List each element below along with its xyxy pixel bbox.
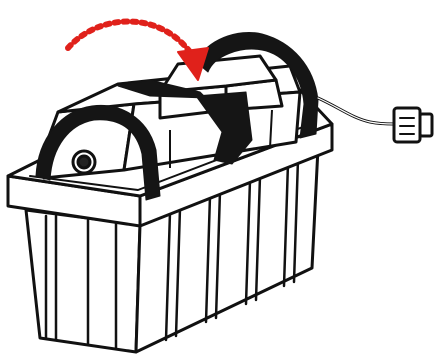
plug-tip (420, 114, 432, 136)
terminal-knob-inner (78, 156, 90, 168)
cable-and-plug (318, 98, 432, 142)
arrow-dotted-path (68, 22, 190, 53)
box-front-face (26, 210, 140, 352)
